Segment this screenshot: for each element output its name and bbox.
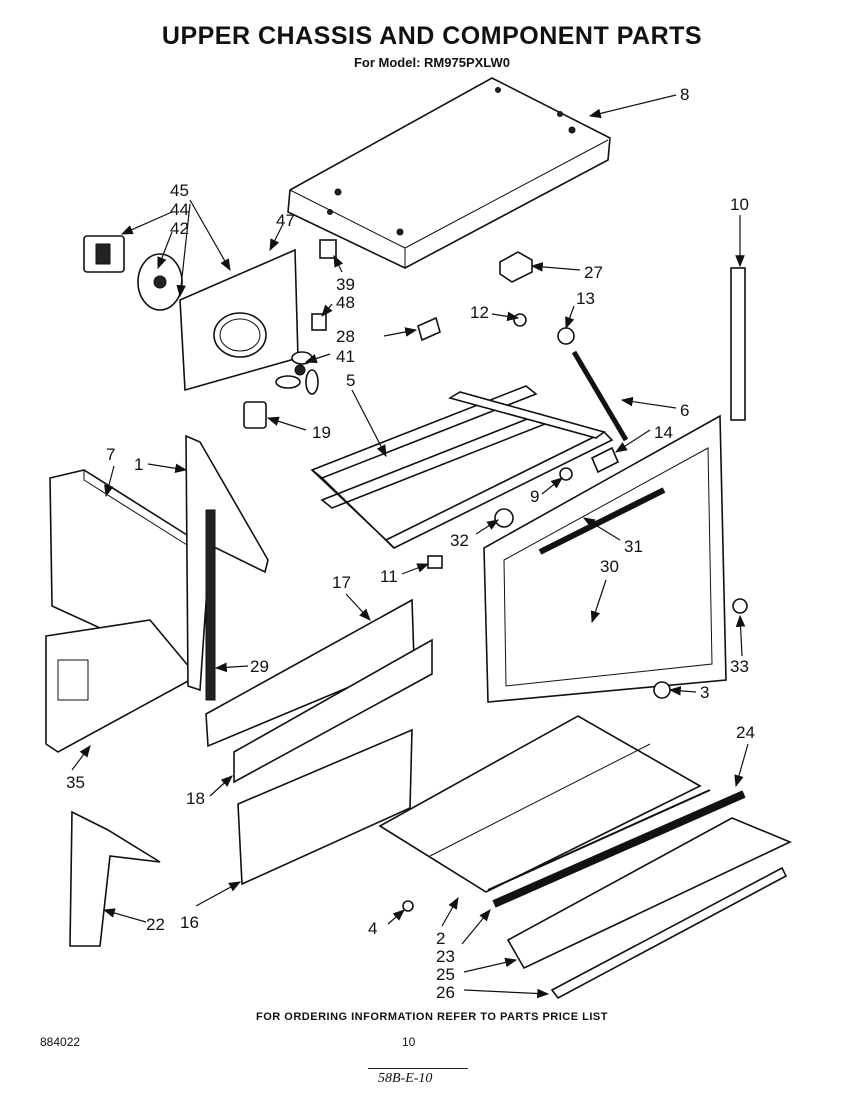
part-28-bracket (417, 316, 441, 342)
part-24-tube (492, 790, 746, 908)
callout-3: 3 (700, 683, 709, 702)
document-number: 884022 (40, 1035, 81, 1049)
callout-7: 7 (106, 445, 115, 464)
part-4-screw (402, 900, 414, 912)
callout-16: 16 (180, 913, 199, 932)
callout-41: 41 (336, 347, 355, 366)
ordering-note: FOR ORDERING INFORMATION REFER TO PARTS … (256, 1011, 608, 1023)
part-19-switch (243, 401, 267, 429)
callout-48: 48 (336, 293, 355, 312)
part-6-door-arm (571, 350, 629, 442)
callout-31: 31 (624, 537, 643, 556)
callout-5: 5 (346, 371, 355, 390)
part-39-clip (319, 239, 337, 259)
callout-27: 27 (584, 263, 603, 282)
part-29-rail (205, 509, 216, 701)
part-14-hinge (590, 446, 620, 474)
callout-30: 30 (600, 557, 619, 576)
part-12-switch (513, 313, 527, 327)
leader-lines (71, 94, 749, 999)
part-26-rail (550, 866, 788, 1000)
part-9-spacer (559, 467, 573, 481)
part-32-knob (494, 508, 514, 528)
part-48-clip (311, 313, 327, 331)
callout-29: 29 (250, 657, 269, 676)
part-42-blade (137, 253, 183, 311)
callout-45: 45 (170, 181, 189, 200)
callout-2: 2 (436, 929, 445, 948)
callout-19: 19 (312, 423, 331, 442)
part-33-knob (732, 598, 748, 614)
callout-25: 25 (436, 965, 455, 984)
callout-11: 11 (380, 567, 398, 586)
callout-24: 24 (736, 723, 755, 742)
callout-1: 1 (134, 455, 143, 474)
callout-33: 33 (730, 657, 749, 676)
part-16-lower-panel (237, 728, 413, 886)
model-line: For Model: RM975PXLW0 (353, 55, 511, 70)
page-number: 10 (402, 1035, 416, 1049)
callout-13: 13 (576, 289, 595, 308)
callout-28: 28 (336, 327, 355, 346)
part-1-support-bracket (185, 434, 269, 692)
part-27-bracket (499, 251, 533, 283)
handwritten-stamp: 58B-E-10 (378, 1071, 433, 1086)
part-3-switch (653, 681, 671, 699)
callout-26: 26 (436, 983, 455, 1002)
part-22-duct (69, 810, 161, 947)
part-13-switch (557, 327, 575, 345)
callout-18: 18 (186, 789, 205, 808)
callout-8: 8 (680, 85, 689, 104)
callout-44: 44 (170, 200, 189, 219)
callout-12: 12 (470, 303, 489, 322)
callout-22: 22 (146, 915, 165, 934)
part-44-timer-motor (83, 235, 125, 273)
callout-39: 39 (336, 275, 355, 294)
part-5-frame (310, 385, 614, 549)
part-30-door (483, 414, 727, 703)
page-title: UPPER CHASSIS AND COMPONENT PARTS (161, 22, 703, 50)
callout-14: 14 (654, 423, 673, 442)
part-47-fan-housing (179, 248, 299, 392)
part-2-bottom-plate (378, 715, 702, 893)
callout-23: 23 (436, 947, 455, 966)
part-31-door-bar (538, 487, 666, 555)
callout-4: 4 (368, 919, 377, 938)
callout-47: 47 (276, 211, 295, 230)
part-18-panel (233, 638, 433, 784)
part-10-side-trim (730, 267, 746, 421)
stamp-underline (368, 1068, 468, 1069)
callout-42: 42 (170, 219, 189, 238)
part-11-clip (427, 555, 443, 569)
callout-labels: 8 10 27 45 44 42 47 39 48 28 41 19 5 12 … (66, 85, 755, 1002)
callout-17: 17 (332, 573, 351, 592)
callout-10: 10 (730, 195, 749, 214)
callout-9: 9 (530, 487, 539, 506)
part-23-tube (487, 789, 711, 891)
callout-35: 35 (66, 773, 85, 792)
part-8-top-cover (287, 77, 611, 269)
callout-6: 6 (680, 401, 689, 420)
callout-32: 32 (450, 531, 469, 550)
part-25-reflector (506, 817, 792, 970)
